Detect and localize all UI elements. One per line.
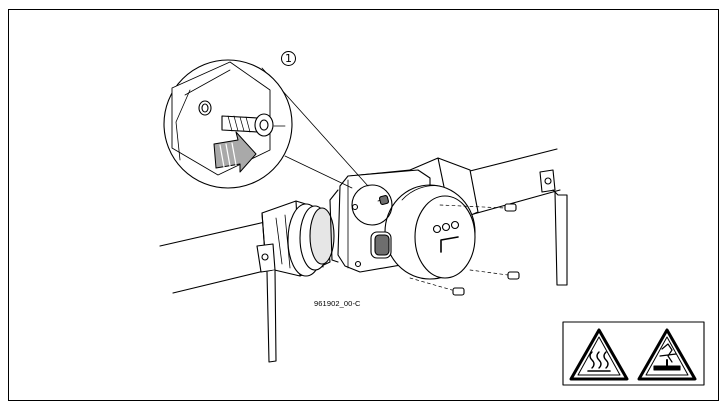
electrostatic-discharge-warning-icon <box>637 328 697 381</box>
hot-surface-warning-icon <box>569 328 629 381</box>
right-pipe-clamp <box>539 169 568 286</box>
front-cover <box>370 184 476 280</box>
callout-number: 1 <box>281 51 296 66</box>
warning-symbols-box <box>562 321 705 386</box>
leader-line <box>284 155 353 189</box>
pipe <box>159 148 561 294</box>
left-pipe-clamp <box>256 243 277 363</box>
figure-id: 961902_00-C <box>314 299 361 308</box>
screws <box>377 195 520 296</box>
flange-nut <box>261 200 335 277</box>
detail-view <box>163 59 293 189</box>
detail-area-circle <box>351 184 393 226</box>
